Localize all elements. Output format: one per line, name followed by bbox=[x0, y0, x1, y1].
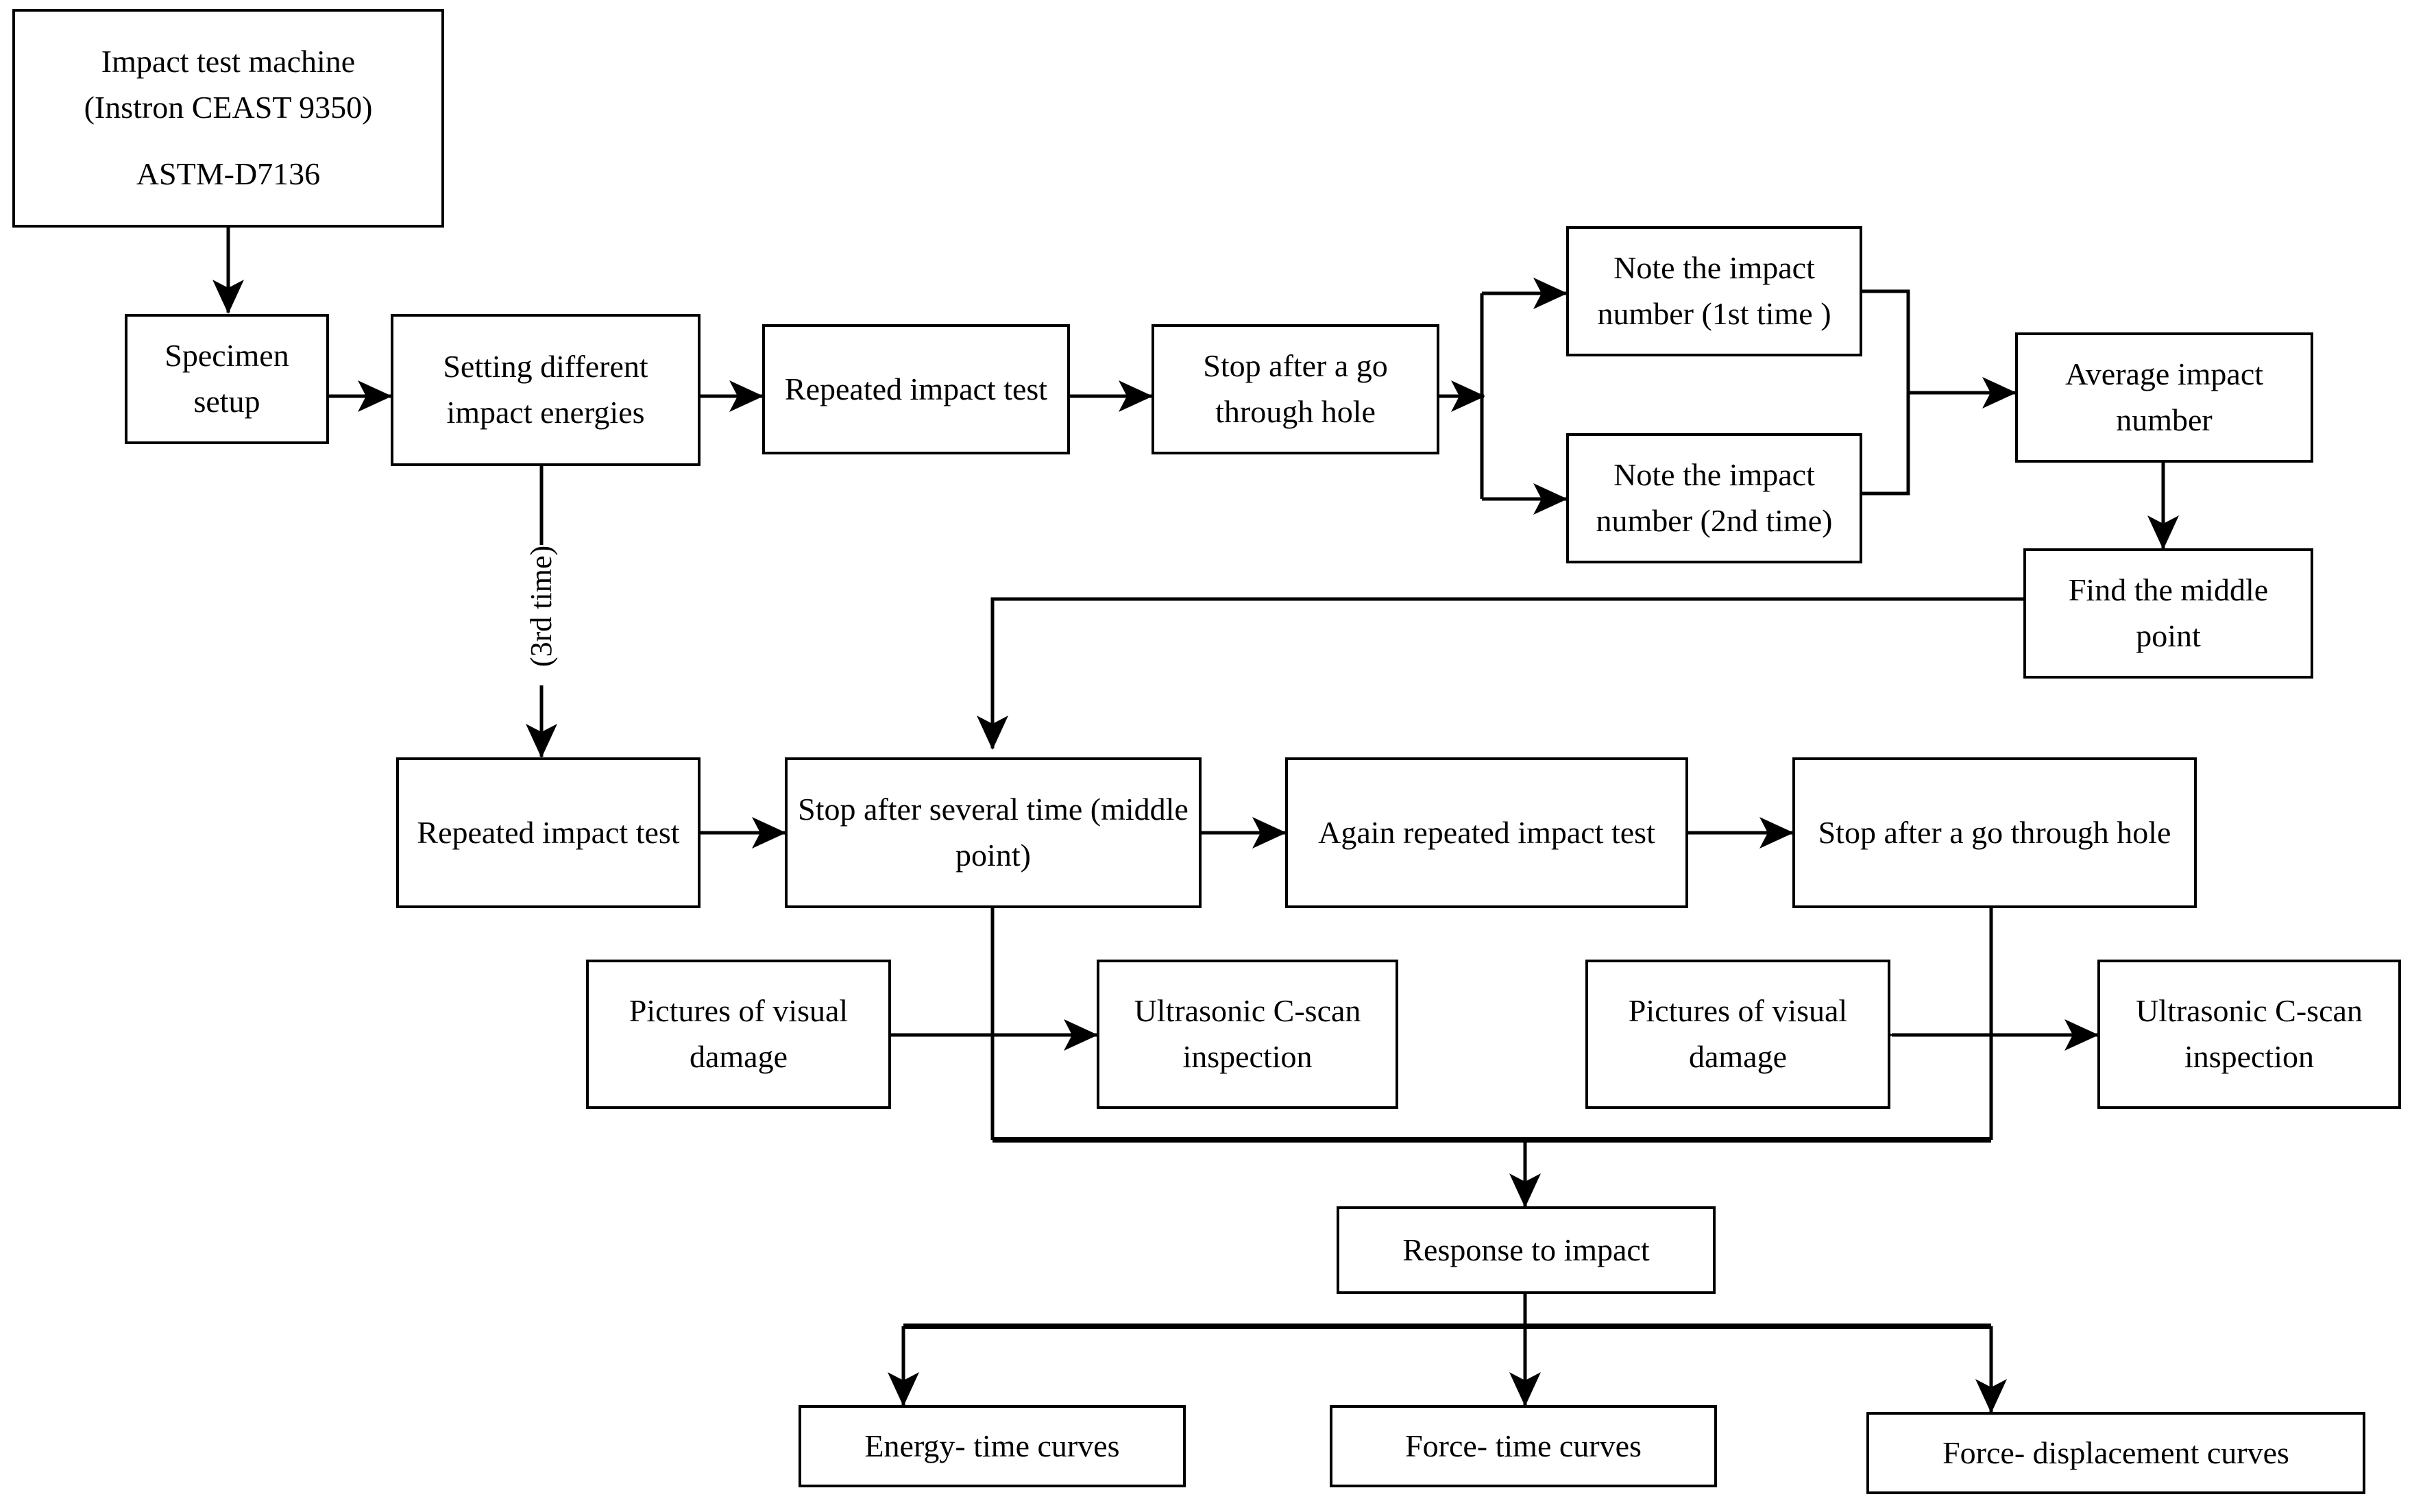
third-time-text: (3rd time) bbox=[524, 545, 558, 667]
again-repeated-impact-test-label: Again repeated impact test bbox=[1318, 814, 1655, 850]
node-ultrasonic-cscan-2[interactable]: Ultrasonic C-scan inspection bbox=[2097, 960, 2401, 1109]
node-stop-after-hole-2[interactable]: Stop after a go through hole bbox=[1792, 757, 2197, 908]
repeated-impact-test-1-label: Repeated impact test bbox=[784, 371, 1048, 406]
edge-notes-merge-bus bbox=[1862, 289, 1910, 496]
node-pictures-visual-damage-1[interactable]: Pictures of visual damage bbox=[586, 960, 891, 1109]
energy-time-curves-label: Energy- time curves bbox=[864, 1428, 1120, 1463]
note-impact-2nd-label: Note the impact number (2nd time) bbox=[1596, 457, 1833, 538]
node-response-to-impact[interactable]: Response to impact bbox=[1337, 1206, 1716, 1294]
node-stop-after-hole-1[interactable]: Stop after a go through hole bbox=[1152, 324, 1439, 454]
response-to-impact-label: Response to impact bbox=[1402, 1232, 1650, 1267]
node-ultrasonic-cscan-1[interactable]: Ultrasonic C-scan inspection bbox=[1097, 960, 1398, 1109]
node-note-impact-2nd[interactable]: Note the impact number (2nd time) bbox=[1566, 433, 1862, 563]
node-again-repeated-impact-test[interactable]: Again repeated impact test bbox=[1285, 757, 1688, 908]
impact-test-machine-line1: Impact test machine bbox=[101, 44, 356, 80]
pictures-visual-damage-1-label: Pictures of visual damage bbox=[629, 993, 849, 1074]
average-impact-number-label: Average impact number bbox=[2064, 356, 2264, 437]
pictures-visual-damage-2-label: Pictures of visual damage bbox=[1628, 993, 1848, 1074]
ultrasonic-cscan-2-label: Ultrasonic C-scan inspection bbox=[2136, 993, 2363, 1074]
force-time-curves-label: Force- time curves bbox=[1405, 1428, 1642, 1463]
node-find-middle-point[interactable]: Find the middle point bbox=[2023, 548, 2313, 679]
setting-energies-label: Setting different impact energies bbox=[443, 349, 648, 430]
stop-after-hole-1-label: Stop after a go through hole bbox=[1203, 348, 1388, 429]
node-force-time-curves[interactable]: Force- time curves bbox=[1330, 1405, 1717, 1487]
node-pictures-visual-damage-2[interactable]: Pictures of visual damage bbox=[1585, 960, 1890, 1109]
node-average-impact-number[interactable]: Average impact number bbox=[2015, 332, 2313, 463]
node-setting-energies[interactable]: Setting different impact energies bbox=[391, 314, 701, 466]
note-impact-1st-label: Note the impact number (1st time ) bbox=[1597, 250, 1831, 331]
ultrasonic-cscan-1-label: Ultrasonic C-scan inspection bbox=[1134, 993, 1361, 1074]
find-middle-point-label: Find the middle point bbox=[2068, 572, 2269, 653]
node-stop-several-time[interactable]: Stop after several time (middle point) bbox=[785, 757, 1202, 908]
node-repeated-impact-test-2[interactable]: Repeated impact test bbox=[396, 757, 701, 908]
impact-test-machine-line2: (Instron CEAST 9350) bbox=[84, 90, 373, 125]
edge-middle-to-stopseveral bbox=[976, 597, 2023, 750]
specimen-setup-label: Specimen setup bbox=[165, 338, 289, 419]
node-repeated-impact-test-1[interactable]: Repeated impact test bbox=[762, 324, 1070, 454]
edge-label-third-time: (3rd time) bbox=[523, 546, 560, 667]
node-impact-test-machine[interactable]: Impact test machine (Instron CEAST 9350)… bbox=[12, 9, 444, 228]
impact-test-machine-line3: ASTM-D7136 bbox=[136, 156, 321, 191]
force-displacement-curves-label: Force- displacement curves bbox=[1942, 1435, 2289, 1470]
stop-several-time-label: Stop after several time (middle point) bbox=[798, 792, 1189, 873]
stop-after-hole-2-label: Stop after a go through hole bbox=[1818, 814, 2171, 850]
node-note-impact-1st[interactable]: Note the impact number (1st time ) bbox=[1566, 226, 1862, 356]
node-force-displacement-curves[interactable]: Force- displacement curves bbox=[1866, 1412, 2365, 1494]
node-specimen-setup[interactable]: Specimen setup bbox=[125, 314, 329, 444]
node-energy-time-curves[interactable]: Energy- time curves bbox=[799, 1405, 1186, 1487]
repeated-impact-test-2-label: Repeated impact test bbox=[417, 814, 680, 850]
